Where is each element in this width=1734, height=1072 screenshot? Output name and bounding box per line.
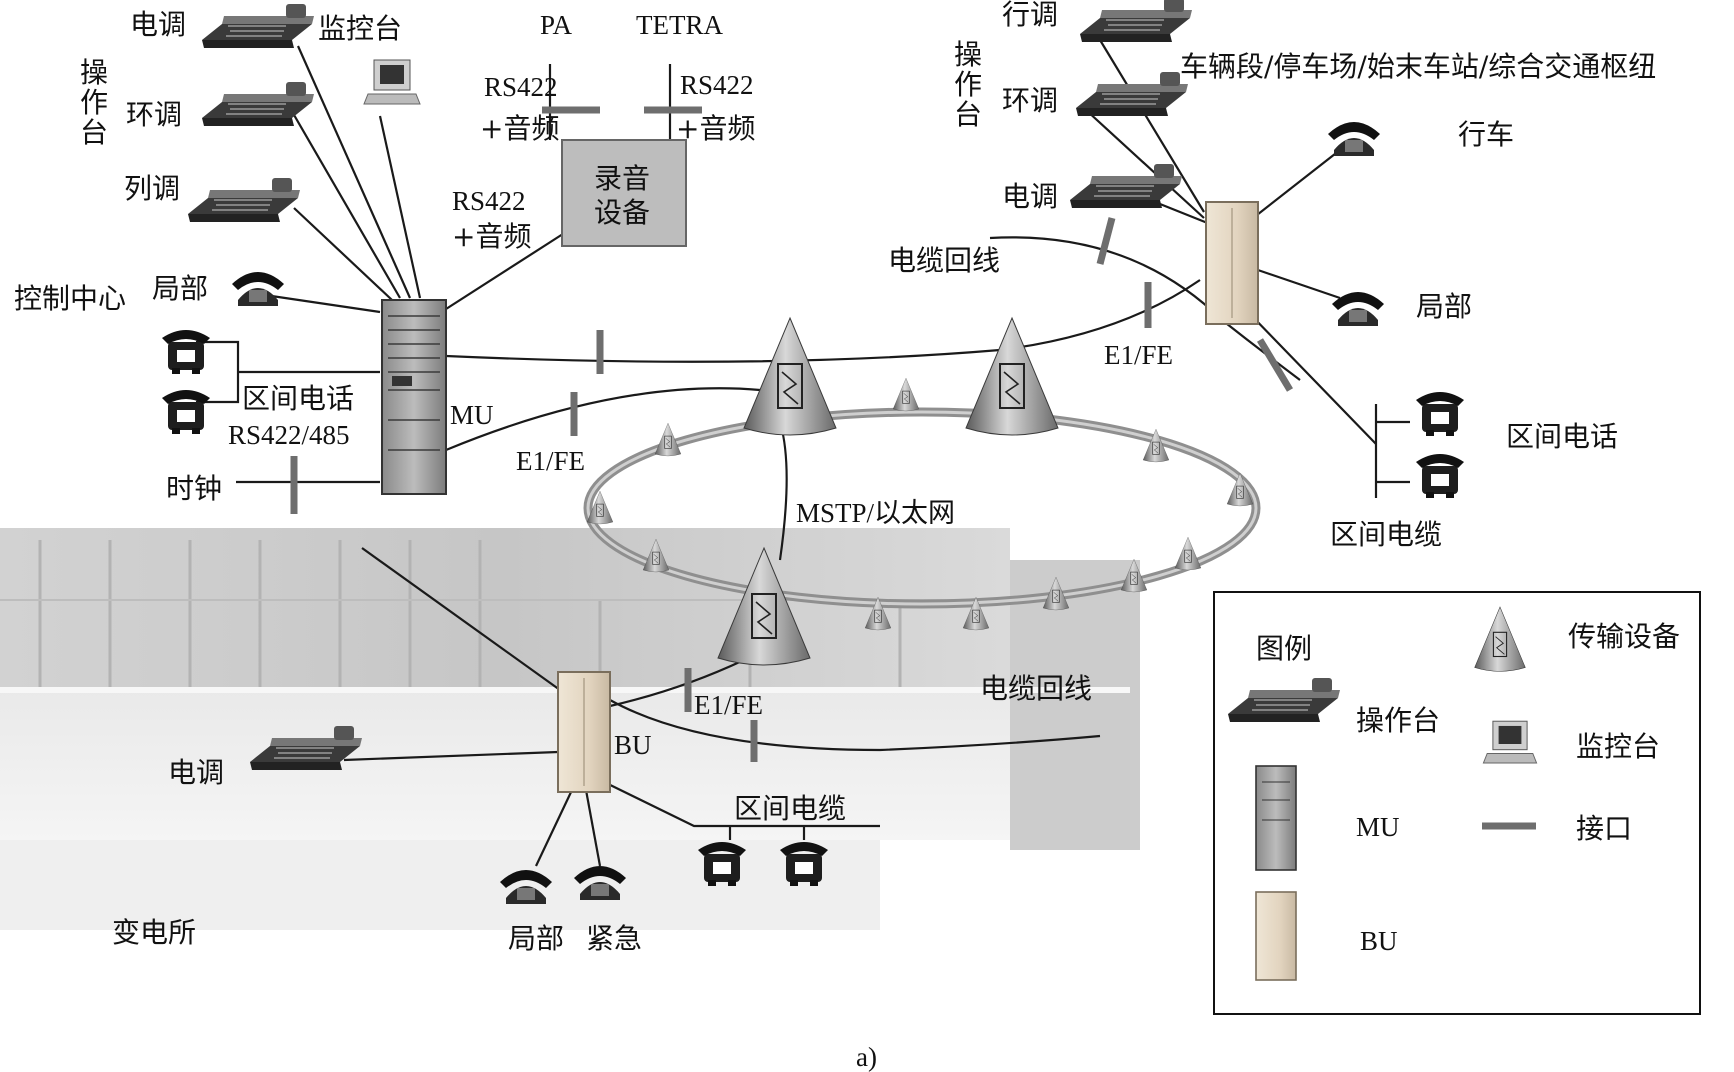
legend-label-interface: 接口 [1576, 812, 1632, 845]
console-icon [1079, 0, 1193, 43]
label-sub-local-phone: 局部 [508, 922, 564, 955]
label-pa: PA [540, 10, 573, 40]
wires [196, 39, 1410, 867]
legend [1213, 591, 1701, 1015]
label-depot-console-group-part: 操 [954, 38, 982, 71]
label-cc-link: E1/FE [516, 446, 585, 476]
label-depot-console-group-part: 作 [954, 68, 982, 101]
label-tetra: TETRA [636, 10, 723, 40]
label-audio-pa: +音频 [480, 112, 559, 145]
transmission-node-small [1174, 536, 1202, 571]
label-sub-link: E1/FE [694, 690, 763, 720]
label-cc-console-group: 操 作 台 [80, 56, 117, 149]
depot-equipment [1069, 0, 1464, 498]
label-sub-cable-loop: 电缆回线 [980, 672, 1092, 705]
bu-cabinet-icon [557, 671, 611, 793]
telephone-icon [1328, 122, 1380, 156]
console-icon [187, 177, 301, 223]
interface-marks [290, 106, 1294, 762]
transmission-node-large [965, 317, 1059, 436]
label-cc-local-phone: 局部 [152, 272, 208, 305]
transmission-node-large [743, 317, 837, 436]
label-sub-emergency-phone: 紧急 [586, 922, 642, 955]
label-depot-train-phone: 行车 [1458, 118, 1514, 151]
legend-label-console: 操作台 [1356, 704, 1440, 737]
label-recorder-line1: 录音 [594, 162, 650, 195]
control-center-equipment [162, 3, 447, 495]
label-cc-console-train: 列调 [124, 172, 180, 205]
label-network: MSTP/以太网 [796, 498, 955, 528]
legend-bu-icon [1255, 891, 1297, 981]
bu-cabinet-icon [1205, 201, 1259, 325]
label-cc-section-phone: 区间电话 [242, 382, 354, 415]
label-sub-section-cable: 区间电缆 [734, 792, 846, 825]
section-telephone-icon [162, 330, 210, 374]
section-telephone-icon [1416, 454, 1464, 498]
section-telephone-icon [162, 390, 210, 434]
label-depot-cable-loop: 电缆回线 [888, 244, 1000, 277]
label-audio-mu: +音频 [452, 220, 531, 253]
label-depot-console-train: 行调 [1002, 0, 1058, 31]
label-depot-section-cable: 区间电缆 [1330, 518, 1442, 551]
transmission-node-small [892, 377, 920, 412]
label-depot-local-phone: 局部 [1416, 290, 1472, 323]
legend-label-bu: BU [1360, 926, 1398, 956]
label-substation: 变电所 [112, 916, 196, 949]
legend-label-monitor: 监控台 [1576, 730, 1660, 763]
label-cc-serial: RS422/485 [228, 420, 350, 450]
label-cc-console-group-part: 台 [80, 116, 108, 149]
label-sub-console: 电调 [168, 756, 224, 789]
section-telephone-icon [1416, 392, 1464, 436]
monitor-icon [363, 59, 421, 105]
legend-mu-icon [1255, 765, 1297, 871]
label-cc-clock: 时钟 [166, 472, 222, 505]
label-depot-title: 车辆段/停车场/始末车站/综合交通枢纽 [1180, 50, 1656, 83]
legend-label-mu: MU [1356, 812, 1400, 842]
substation-equipment [249, 671, 828, 904]
label-cc-monitor: 监控台 [318, 12, 402, 45]
label-depot-console-group-part: 台 [954, 98, 982, 131]
telephone-icon [232, 272, 284, 306]
legend-label-transmission: 传输设备 [1568, 620, 1680, 653]
label-rs422-pa: RS422 [484, 72, 558, 102]
label-depot-console-env: 环调 [1002, 84, 1058, 117]
label-depot-section-phone: 区间电话 [1506, 420, 1618, 453]
label-cc-console-power: 电调 [130, 8, 186, 41]
label-rs422-mu: RS422 [452, 186, 526, 216]
label-cc-console-env: 环调 [126, 98, 182, 131]
console-icon [1069, 163, 1183, 209]
label-rs422-tetra: RS422 [680, 70, 754, 100]
label-audio-tetra: +音频 [676, 112, 755, 145]
label-recorder-line2: 设备 [594, 196, 650, 229]
label-mu: MU [450, 400, 494, 430]
label-depot-link: E1/FE [1104, 340, 1173, 370]
legend-title: 图例 [1256, 632, 1312, 665]
mstp-ring [583, 407, 1261, 609]
label-cc-console-group-part: 操 [80, 56, 108, 89]
section-telephone-icon [698, 842, 746, 886]
console-icon [201, 3, 315, 49]
labels: 电调 环调 列调 监控台 操 作 台 局部 控制中心 区间电话 RS422/48… [14, 0, 1680, 1072]
figure-caption: a) [856, 1042, 877, 1072]
label-depot-console-power: 电调 [1002, 180, 1058, 213]
mu-cabinet-icon [381, 299, 447, 495]
label-depot-console-group: 操 作 台 [954, 38, 991, 131]
console-icon [1075, 71, 1189, 117]
section-telephone-icon [780, 842, 828, 886]
label-cc-console-group-part: 作 [80, 86, 108, 119]
recording-device [561, 139, 687, 247]
label-control-center: 控制中心 [14, 282, 126, 315]
label-bu: BU [614, 730, 652, 760]
